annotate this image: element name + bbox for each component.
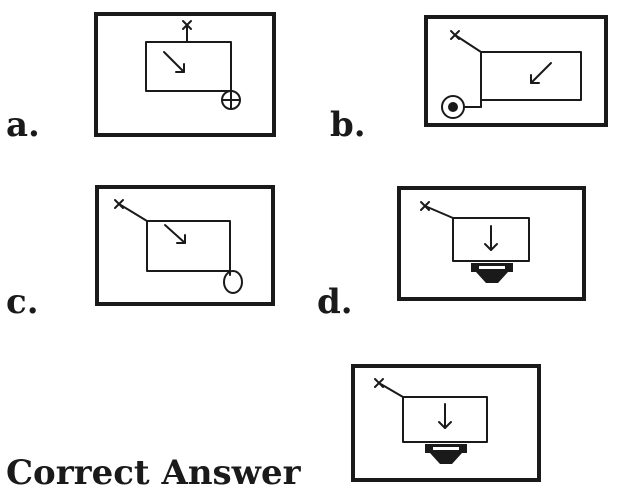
option-c-symbol-icon — [95, 185, 275, 306]
option-d-label: d. — [317, 282, 353, 322]
option-c-label: c. — [6, 282, 39, 322]
option-b-label: b. — [330, 105, 366, 145]
answer-label: Correct Answer — [6, 453, 301, 493]
answer-symbol-icon — [351, 364, 541, 482]
option-a-symbol-icon — [94, 12, 276, 137]
option-a-label: a. — [6, 105, 40, 145]
option-d-symbol-icon — [397, 186, 586, 301]
option-b-symbol-icon — [424, 15, 608, 127]
